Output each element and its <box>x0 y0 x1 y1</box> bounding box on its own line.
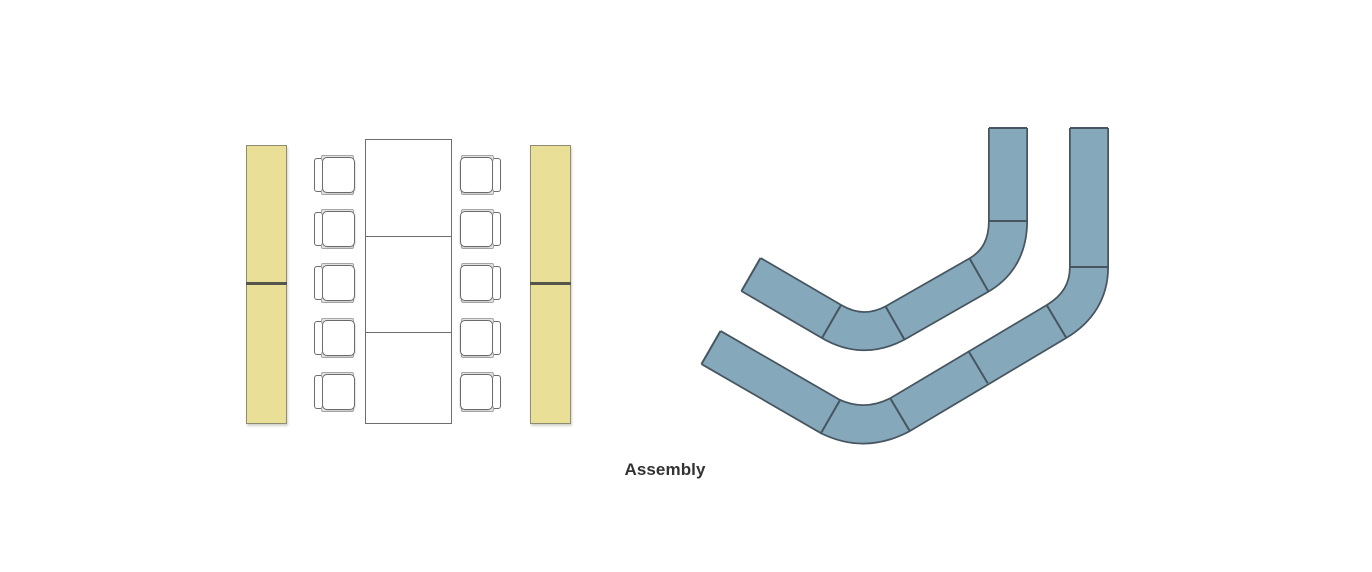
bench-end-edge <box>740 257 762 292</box>
bench-section-divider <box>246 282 287 285</box>
chair-seat <box>322 265 355 301</box>
table-section-divider <box>366 332 451 333</box>
bench-segment-divider <box>884 306 906 340</box>
bench-segment-divider <box>889 397 911 432</box>
bench-segment-divider <box>821 304 842 339</box>
chair <box>314 209 355 249</box>
chair-seat <box>322 211 355 247</box>
chair <box>314 155 355 195</box>
chair-seat <box>322 320 355 356</box>
chair-seat <box>322 157 355 193</box>
side-bench-right <box>530 145 571 424</box>
curved-bench-row-1 <box>740 127 1028 352</box>
bench-end-edge <box>700 330 722 365</box>
bench-segment-divider <box>820 399 841 434</box>
bench-band <box>741 128 1027 350</box>
chair <box>314 372 355 412</box>
bench-segment-divider <box>967 350 989 384</box>
side-bench-left <box>246 145 287 424</box>
rect-layout <box>0 0 620 572</box>
bench-segment-divider <box>1045 304 1068 339</box>
bench-section-divider <box>530 282 571 285</box>
chair <box>314 318 355 358</box>
bench-segment-divider <box>968 258 990 292</box>
chair-seat <box>322 374 355 410</box>
layout-caption: Assembly <box>624 460 706 479</box>
center-table <box>365 139 452 424</box>
curved-bench-row-2 <box>700 127 1109 445</box>
table-section-divider <box>366 236 451 237</box>
chair <box>314 263 355 303</box>
